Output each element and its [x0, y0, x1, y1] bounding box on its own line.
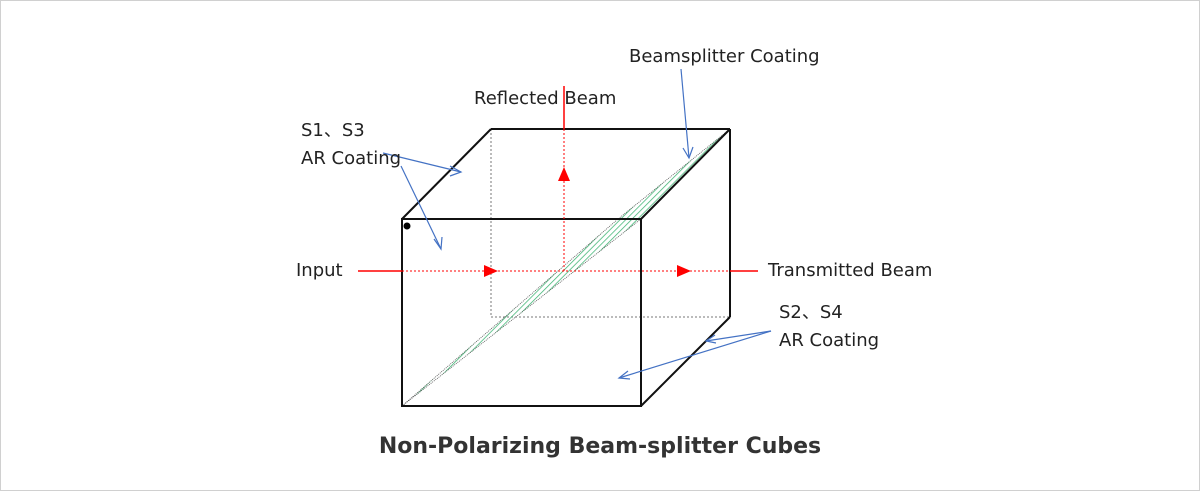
diagram-title: Non-Polarizing Beam-splitter Cubes [378, 434, 822, 459]
label-input: Input [296, 260, 343, 281]
beam-paths [358, 86, 758, 272]
label-s2-s4: S2、S4 [779, 302, 843, 323]
label-s1-s3: S1、S3 [301, 120, 365, 141]
arrow-input [484, 265, 498, 277]
hidden-edges [490, 129, 730, 318]
label-reflected-beam: Reflected Beam [474, 88, 617, 109]
label-transmitted-beam: Transmitted Beam [768, 260, 933, 281]
cube-edges [401, 128, 731, 407]
beamsplitter-coating [401, 128, 731, 407]
pointer-arrows [382, 68, 772, 380]
label-beamsplitter-coating: Beamsplitter Coating [629, 46, 820, 67]
arrow-transmitted [677, 265, 691, 277]
label-s1-s3-ar: AR Coating [301, 148, 402, 169]
corner-dot [403, 222, 411, 230]
arrow-reflected [558, 167, 570, 181]
label-s2-s4-ar: AR Coating [779, 330, 880, 351]
